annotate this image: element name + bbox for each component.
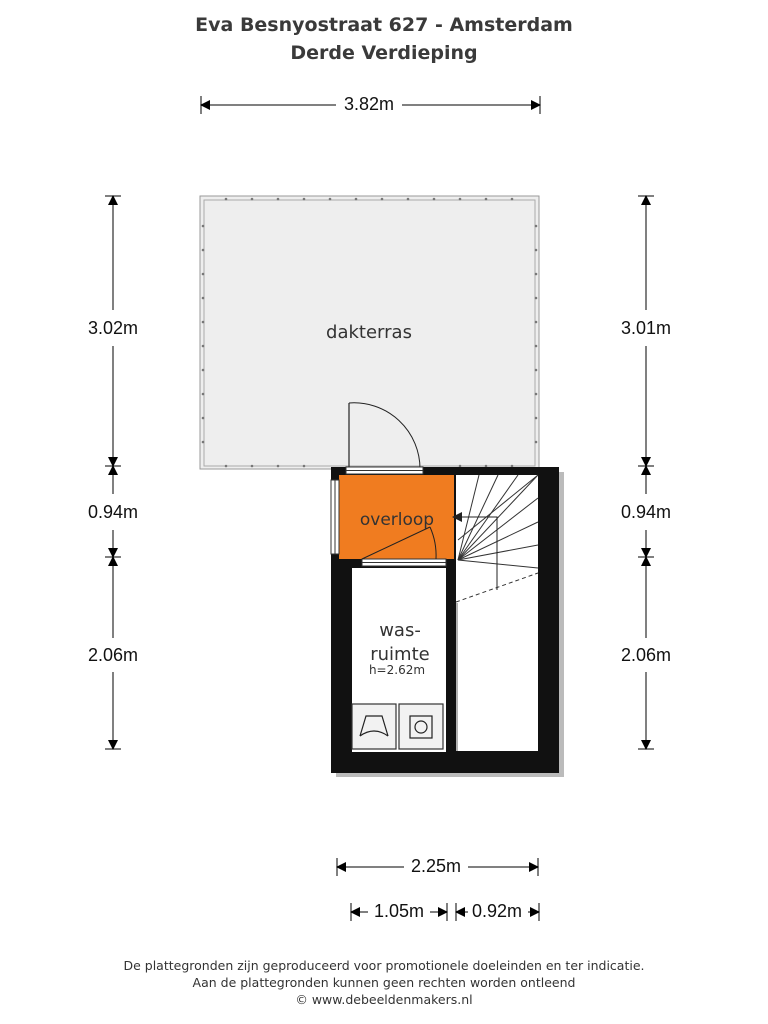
dimension-left-upper: 3.02m (88, 318, 138, 338)
dimension-bottom-split (350, 903, 540, 921)
laundry-door (361, 526, 447, 567)
dimension-bottom-total (336, 858, 539, 876)
laundry-height-label: h=2.62m (369, 663, 425, 677)
dimension-right-middle: 0.94m (621, 502, 671, 522)
copyright-line: © www.debeeldenmakers.nl (295, 992, 473, 1007)
washing-machine-icon (398, 703, 444, 750)
landing-window (330, 479, 340, 555)
terrace-door (345, 466, 424, 475)
dimension-bottom-left-label: 1.05m (374, 901, 424, 921)
dimension-left-middle: 0.94m (88, 502, 138, 522)
address-title: Eva Besnyostraat 627 - Amsterdam (195, 14, 573, 36)
laundry-label-line1: was- (379, 620, 421, 641)
dimension-bottom-right-label: 0.92m (472, 901, 522, 921)
disclaimer-line1: De plattegronden zijn geproduceerd voor … (123, 958, 645, 973)
staircase (455, 474, 539, 751)
floor-title: Derde Verdieping (290, 42, 478, 64)
dimension-right-upper: 3.01m (621, 318, 671, 338)
dimension-right-lower: 2.06m (621, 645, 671, 665)
disclaimer-line2: Aan de plattegronden kunnen geen rechten… (192, 975, 576, 990)
door-swing-icon (348, 402, 421, 470)
terrace-label: dakterras (326, 322, 412, 343)
dimension-right (638, 195, 654, 750)
dimension-bottom-total-label: 2.25m (411, 856, 461, 876)
stair-arrow-icon (452, 512, 498, 590)
dimension-top (200, 96, 541, 114)
dimension-left (105, 195, 121, 750)
landing-label: overloop (360, 510, 434, 530)
laundry-label-line2: ruimte (370, 644, 429, 665)
terrace-area (199, 195, 540, 470)
dryer-icon (351, 703, 397, 750)
dimension-top-label: 3.82m (344, 94, 394, 114)
dimension-left-lower: 2.06m (88, 645, 138, 665)
